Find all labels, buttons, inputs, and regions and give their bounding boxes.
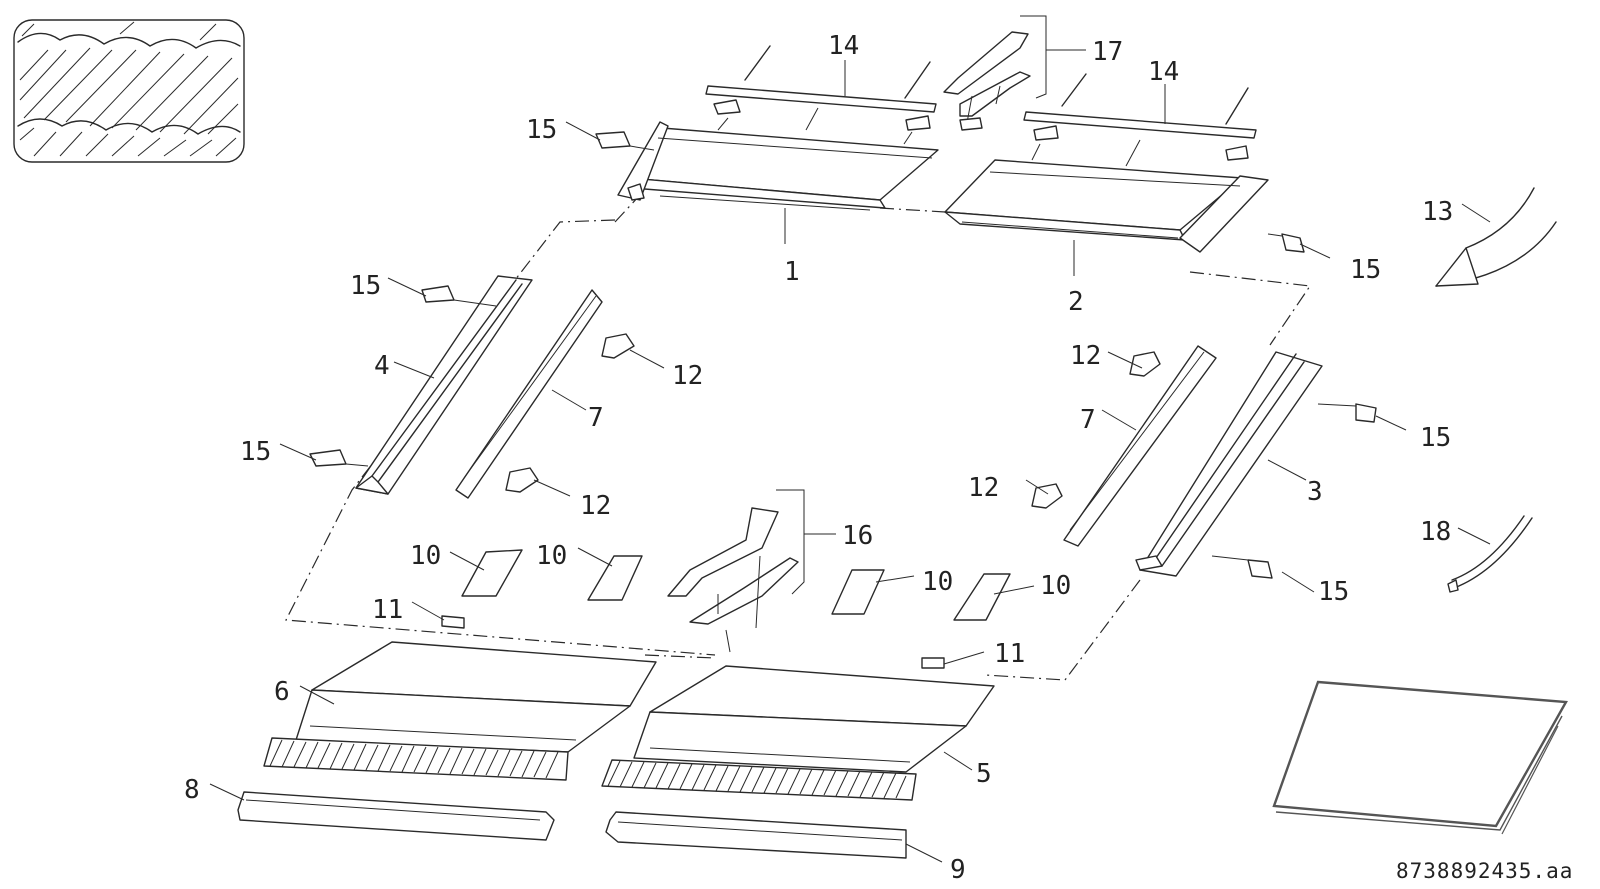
part-10-plates — [461, 549, 1011, 621]
collector-panel — [1272, 680, 1568, 835]
part-7-channel-right — [1063, 345, 1217, 547]
label-2: 2 — [1068, 287, 1084, 317]
part-16-bracket — [667, 507, 799, 653]
label-1: 1 — [784, 257, 800, 287]
part-2-top-flashing-right — [944, 159, 1269, 253]
part-13-profile — [1435, 187, 1557, 287]
label-15-b: 15 — [350, 271, 381, 301]
label-12-a: 12 — [672, 361, 703, 391]
label-7-left: 7 — [588, 403, 604, 433]
part-15-clips — [309, 131, 1377, 579]
label-14-left: 14 — [828, 31, 859, 61]
label-6: 6 — [274, 677, 290, 707]
part-11-pieces — [441, 615, 945, 669]
apron-right-hatch — [607, 760, 907, 799]
apron-left-hatch — [269, 739, 559, 779]
label-12-b: 12 — [580, 491, 611, 521]
label-15-e: 15 — [1420, 423, 1451, 453]
part-9-strip-right — [605, 811, 907, 859]
part-4-side-flashing-left — [355, 275, 533, 495]
label-18: 18 — [1420, 517, 1451, 547]
label-14-right: 14 — [1148, 57, 1179, 87]
label-11-right: 11 — [994, 639, 1025, 669]
label-5: 5 — [976, 759, 992, 789]
number-labels: 1 2 3 4 5 6 7 7 8 9 10 10 10 10 11 11 12… — [184, 31, 1573, 885]
part-8-strip-left — [237, 791, 555, 841]
part-14-rail-left — [705, 45, 937, 145]
label-7-right: 7 — [1080, 405, 1096, 435]
part-17-bracket — [943, 31, 1031, 131]
leader-lines — [209, 15, 1491, 863]
label-15-f: 15 — [1318, 577, 1349, 607]
label-13: 13 — [1422, 197, 1453, 227]
label-15-a: 15 — [526, 115, 557, 145]
label-4: 4 — [374, 351, 390, 381]
label-15-d: 15 — [1350, 255, 1381, 285]
drawing-code: 8738892435.aa — [1396, 859, 1573, 883]
part-18-seal — [1447, 515, 1533, 593]
roof-tile-inset — [13, 19, 245, 163]
label-10-a: 10 — [410, 541, 441, 571]
label-10-d: 10 — [1040, 571, 1071, 601]
part-3-side-flashing-right — [1135, 351, 1323, 577]
part-1-top-flashing-left — [617, 121, 939, 211]
label-16: 16 — [842, 521, 873, 551]
label-3: 3 — [1307, 477, 1323, 507]
label-8: 8 — [184, 775, 200, 805]
label-10-c: 10 — [922, 567, 953, 597]
part-14-rail-right — [1023, 73, 1257, 167]
label-17: 17 — [1092, 37, 1123, 67]
part-6-apron-left — [263, 641, 657, 781]
label-11-left: 11 — [372, 595, 403, 625]
label-12-d: 12 — [968, 473, 999, 503]
label-15-c: 15 — [240, 437, 271, 467]
label-10-b: 10 — [536, 541, 567, 571]
part-5-apron-right — [601, 665, 995, 801]
label-12-c: 12 — [1070, 341, 1101, 371]
part-12-clamps — [505, 333, 1161, 509]
part-7-channel-left — [455, 289, 603, 499]
label-9: 9 — [950, 855, 966, 885]
